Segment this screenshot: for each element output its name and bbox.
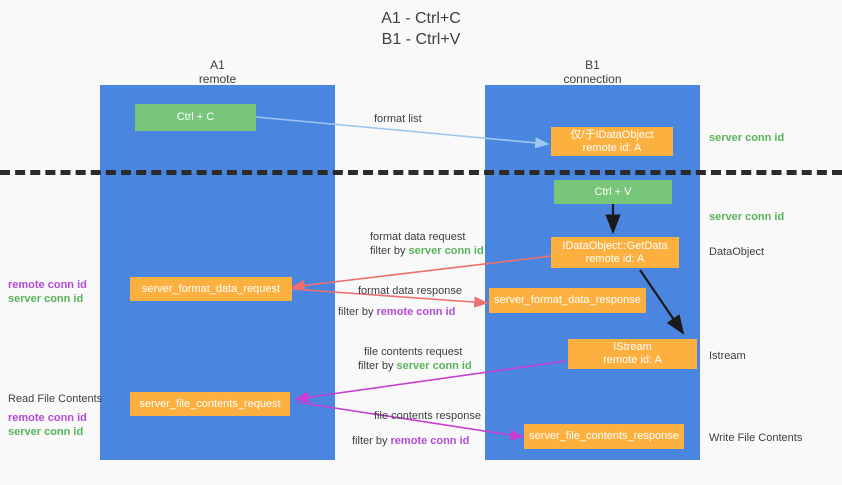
box-server-format-data-response[interactable]: server_format_data_response (489, 288, 646, 313)
column-header-a1: A1 remote (100, 58, 335, 86)
column-header-a1-name: A1 (210, 58, 225, 72)
caption-file-contents-request-filter: filter by server conn id (358, 359, 472, 373)
caption-format-data-response-filter: filter by remote conn id (338, 305, 455, 319)
filter-prefix: filter by (338, 306, 377, 318)
right-label-server-conn-id-1: server conn id (709, 132, 785, 144)
box-istream-remote[interactable]: IStream remote id: A (568, 339, 697, 369)
column-header-b1: B1 connection (485, 58, 700, 86)
right-label-write-file-contents: Write File Contents (709, 432, 803, 444)
filter-prefix: filter by (358, 360, 397, 372)
column-header-b1-role: connection (563, 72, 622, 86)
left-label-group-file: remote conn id server conn id (8, 411, 98, 439)
caption-format-list: format list (374, 113, 422, 125)
right-label-istream: Istream (709, 350, 746, 362)
caption-file-contents-request: file contents request (364, 346, 463, 358)
left-label-group-format: remote conn id server conn id (8, 278, 98, 306)
left-label-read-file-contents: Read File Contents (8, 393, 103, 405)
box-ctrl-c[interactable]: Ctrl + C (135, 104, 256, 131)
filter-target-remote-conn-id: remote conn id (390, 435, 470, 447)
box-server-file-contents-response[interactable]: server_file_contents_response (524, 424, 684, 449)
box-idataobject-remote[interactable]: 仅/于IDataObject remote id: A (551, 127, 673, 156)
box-server-file-contents-request[interactable]: server_file_contents_request (130, 392, 290, 416)
filter-target-server-conn-id: server conn id (408, 245, 484, 257)
caption-format-data-response: format data response (358, 285, 462, 297)
box-server-format-data-request[interactable]: server_format_data_request (130, 277, 292, 301)
left-label-remote-conn-id-1: remote conn id (8, 279, 87, 291)
filter-prefix: filter by (370, 245, 409, 257)
filter-prefix: filter by (352, 435, 391, 447)
right-label-server-conn-id-2: server conn id (709, 211, 785, 223)
page-title: A1 - Ctrl+C B1 - Ctrl+V (381, 10, 461, 48)
filter-target-remote-conn-id: remote conn id (376, 306, 456, 318)
column-header-a1-role: remote (198, 72, 237, 86)
left-label-server-conn-id-2: server conn id (8, 426, 84, 438)
left-label-remote-conn-id-2: remote conn id (8, 412, 87, 424)
caption-format-data-request-filter: filter by server conn id (370, 244, 484, 258)
box-ctrl-v[interactable]: Ctrl + V (554, 180, 672, 204)
left-label-server-conn-id-1: server conn id (8, 293, 84, 305)
phase-separator (0, 170, 842, 175)
box-idataobject-getdata[interactable]: IDataObject::GetData remote id: A (551, 237, 679, 268)
right-label-dataobject: DataObject (709, 246, 765, 258)
column-header-b1-name: B1 (585, 58, 600, 72)
caption-file-contents-response: file contents response (374, 410, 482, 422)
filter-target-server-conn-id: server conn id (396, 360, 472, 372)
caption-file-contents-response-filter: filter by remote conn id (352, 434, 469, 448)
caption-format-data-request: format data request (370, 231, 466, 243)
